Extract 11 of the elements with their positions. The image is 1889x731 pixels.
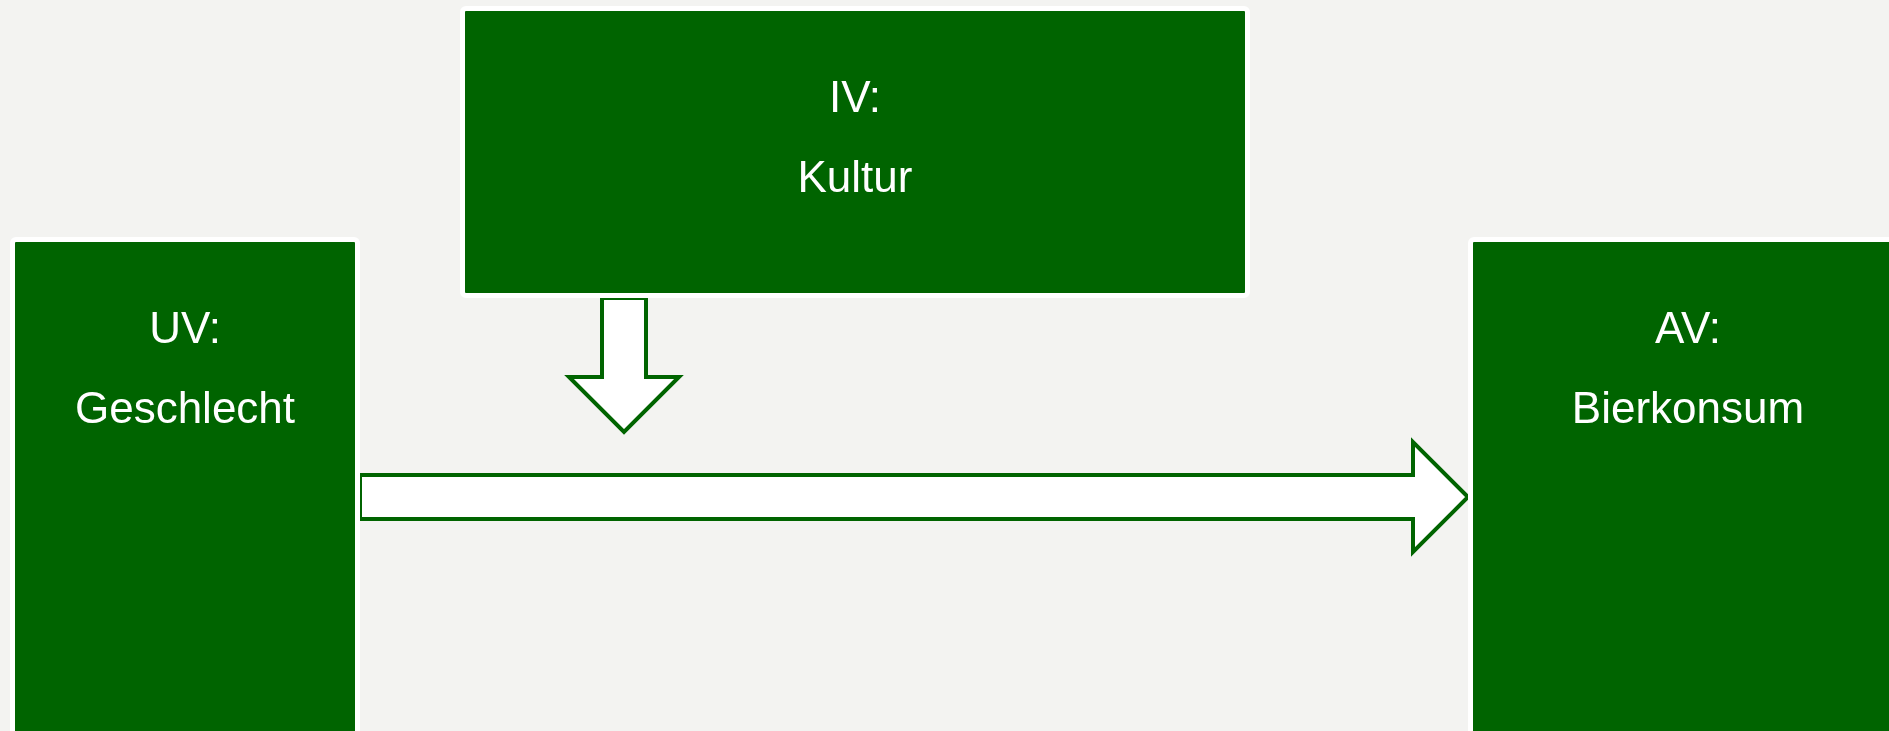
block-arrow (564, 296, 684, 435)
variable-label: IV: (828, 73, 882, 121)
variable-label: Geschlecht (74, 384, 296, 432)
variable-label: UV: (149, 304, 221, 352)
variable-box (460, 6, 1250, 298)
variable-label: AV: (1655, 304, 1721, 352)
variable-box (10, 237, 360, 731)
variable-label: Kultur (797, 153, 913, 201)
variable-box (1468, 237, 1889, 731)
block-arrow (358, 437, 1471, 557)
variable-label: Bierkonsum (1571, 384, 1805, 432)
